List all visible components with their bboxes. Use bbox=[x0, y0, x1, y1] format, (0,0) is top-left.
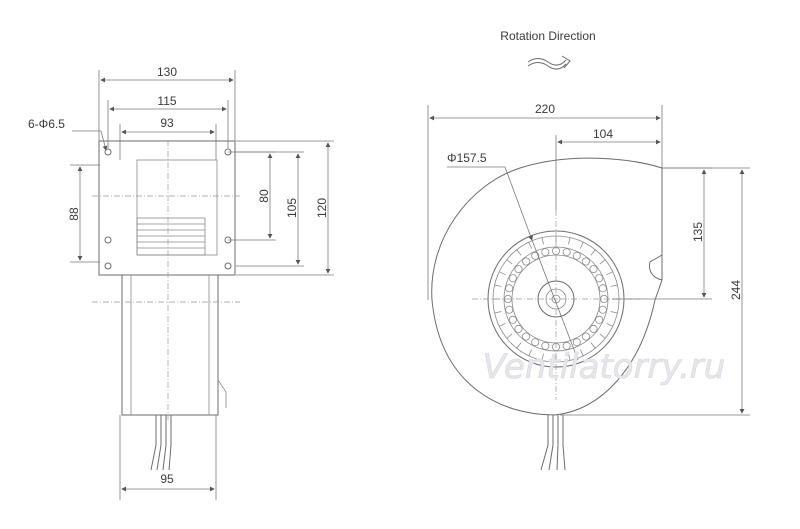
impeller-rib bbox=[579, 349, 584, 356]
hole-spec-label: 6-Φ6.5 bbox=[28, 117, 65, 131]
impeller-blade bbox=[541, 341, 550, 350]
impeller-blade bbox=[572, 251, 581, 260]
dim-width-104: 104 bbox=[593, 127, 613, 141]
impeller-blade bbox=[505, 305, 514, 314]
impeller-rib bbox=[606, 271, 613, 276]
impeller-rib bbox=[599, 259, 606, 265]
impeller-blade bbox=[514, 265, 523, 274]
impeller-blade bbox=[514, 324, 523, 333]
dim-width-93: 93 bbox=[160, 116, 174, 130]
impeller-blade bbox=[562, 248, 571, 257]
impeller-rib bbox=[499, 322, 506, 327]
mounting-holes bbox=[104, 148, 232, 270]
dim-height-80: 80 bbox=[257, 189, 271, 203]
impeller-blade bbox=[508, 274, 517, 283]
grill-bars bbox=[136, 217, 206, 256]
impeller-rib bbox=[590, 342, 596, 349]
impeller-blade bbox=[581, 332, 590, 341]
impeller-blade bbox=[541, 248, 550, 257]
impeller-blade bbox=[562, 341, 571, 350]
impeller-blade bbox=[508, 315, 517, 324]
impeller-diameter-label: Φ157.5 bbox=[447, 151, 487, 165]
impeller-rib bbox=[499, 271, 506, 276]
impeller-rib bbox=[528, 349, 533, 356]
impeller-blade bbox=[589, 265, 598, 274]
impeller-rib bbox=[516, 342, 522, 349]
impeller-rib bbox=[579, 242, 584, 249]
impeller-blade bbox=[522, 257, 531, 266]
dim-height-120: 120 bbox=[315, 198, 329, 218]
impeller-rib bbox=[506, 259, 513, 265]
motor-body bbox=[121, 274, 219, 416]
dim-width-95: 95 bbox=[160, 472, 174, 486]
front-view: Rotation Direction bbox=[427, 29, 750, 471]
impeller-rib bbox=[599, 333, 606, 339]
scroll-housing bbox=[431, 157, 663, 416]
dim-height-244: 244 bbox=[729, 280, 743, 300]
impeller-rib bbox=[494, 284, 502, 287]
impeller-blade bbox=[531, 251, 540, 260]
impeller-rib bbox=[610, 311, 618, 314]
impeller-blade bbox=[505, 284, 514, 293]
impeller-blade bbox=[531, 338, 540, 347]
impeller-rib bbox=[506, 333, 513, 339]
impeller-blade bbox=[503, 294, 512, 303]
impeller-rib bbox=[568, 353, 571, 361]
side-wires bbox=[150, 415, 172, 471]
impeller-rib bbox=[610, 284, 618, 287]
impeller-blade bbox=[572, 338, 581, 347]
dim-width-115: 115 bbox=[157, 94, 176, 108]
rotation-direction-label: Rotation Direction bbox=[500, 29, 595, 43]
rotation-arrow-icon bbox=[527, 55, 571, 70]
impeller-rib bbox=[494, 311, 502, 314]
impeller-blade bbox=[589, 324, 598, 333]
impeller-rib bbox=[516, 249, 522, 256]
dim-width-130: 130 bbox=[157, 65, 177, 79]
dim-width-220: 220 bbox=[535, 102, 555, 116]
dim-height-135: 135 bbox=[691, 222, 705, 242]
dim-height-105: 105 bbox=[285, 198, 299, 218]
impeller-blade bbox=[595, 274, 604, 283]
impeller-rib bbox=[606, 322, 613, 327]
front-wires bbox=[540, 415, 566, 471]
dim-height-88: 88 bbox=[67, 207, 81, 221]
impeller-blade bbox=[595, 315, 604, 324]
impeller-rib bbox=[568, 237, 571, 245]
side-view: 130 115 93 6-Φ6.5 88 80 105 120 bbox=[28, 65, 334, 500]
impeller-blade bbox=[581, 257, 590, 266]
impeller-rib bbox=[541, 237, 544, 245]
impeller-blade bbox=[598, 284, 607, 293]
impeller-blade bbox=[598, 305, 607, 314]
impeller-blade bbox=[522, 332, 531, 341]
watermark: Ventilatorry.ru bbox=[483, 347, 726, 387]
impeller-rib bbox=[528, 242, 533, 249]
impeller-rib bbox=[590, 249, 596, 256]
impeller-rib bbox=[541, 353, 544, 361]
